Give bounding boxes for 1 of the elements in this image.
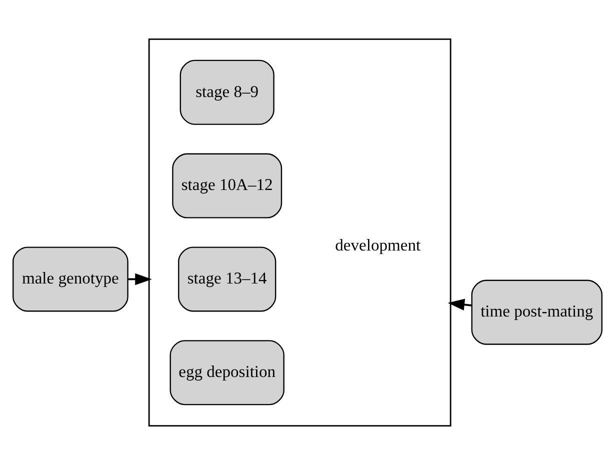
label: development	[335, 235, 421, 254]
